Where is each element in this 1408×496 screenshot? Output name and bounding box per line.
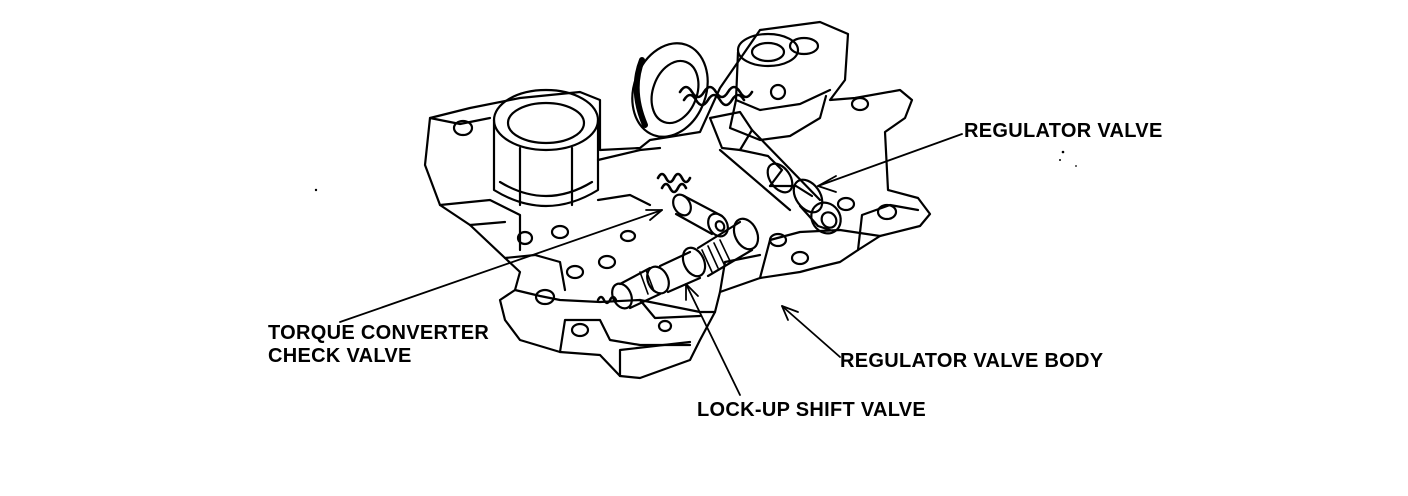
lock-up-shift-valve-part bbox=[596, 217, 760, 310]
scan-specks bbox=[314, 150, 1077, 192]
torque-converter-check-valve-part bbox=[656, 172, 729, 238]
label-torque-converter-check-valve: TORQUE CONVERTER CHECK VALVE bbox=[268, 322, 489, 368]
label-torque-converter-line-1: TORQUE CONVERTER bbox=[268, 322, 490, 344]
regulator-valve-spool bbox=[678, 85, 842, 235]
leader-regulator-valve bbox=[817, 133, 963, 187]
leader-lines bbox=[339, 133, 963, 396]
label-lock-up-shift-valve: LOCK-UP SHIFT VALVE bbox=[697, 399, 927, 421]
left-boss bbox=[492, 88, 600, 207]
label-regulator-valve-body: REGULATOR VALVE BODY bbox=[840, 350, 1104, 372]
leader-regulator-valve-body bbox=[781, 305, 841, 358]
label-regulator-valve: REGULATOR VALVE bbox=[964, 120, 1163, 142]
bolt-holes bbox=[452, 96, 898, 338]
label-torque-converter-line-2: CHECK VALVE bbox=[268, 345, 412, 367]
valve-body-casting bbox=[423, 20, 932, 380]
leader-lock-up-shift-valve bbox=[685, 283, 741, 396]
ring-plate bbox=[631, 42, 709, 138]
leader-torque-converter-check-valve bbox=[339, 209, 663, 323]
upper-right-boss bbox=[728, 32, 832, 142]
